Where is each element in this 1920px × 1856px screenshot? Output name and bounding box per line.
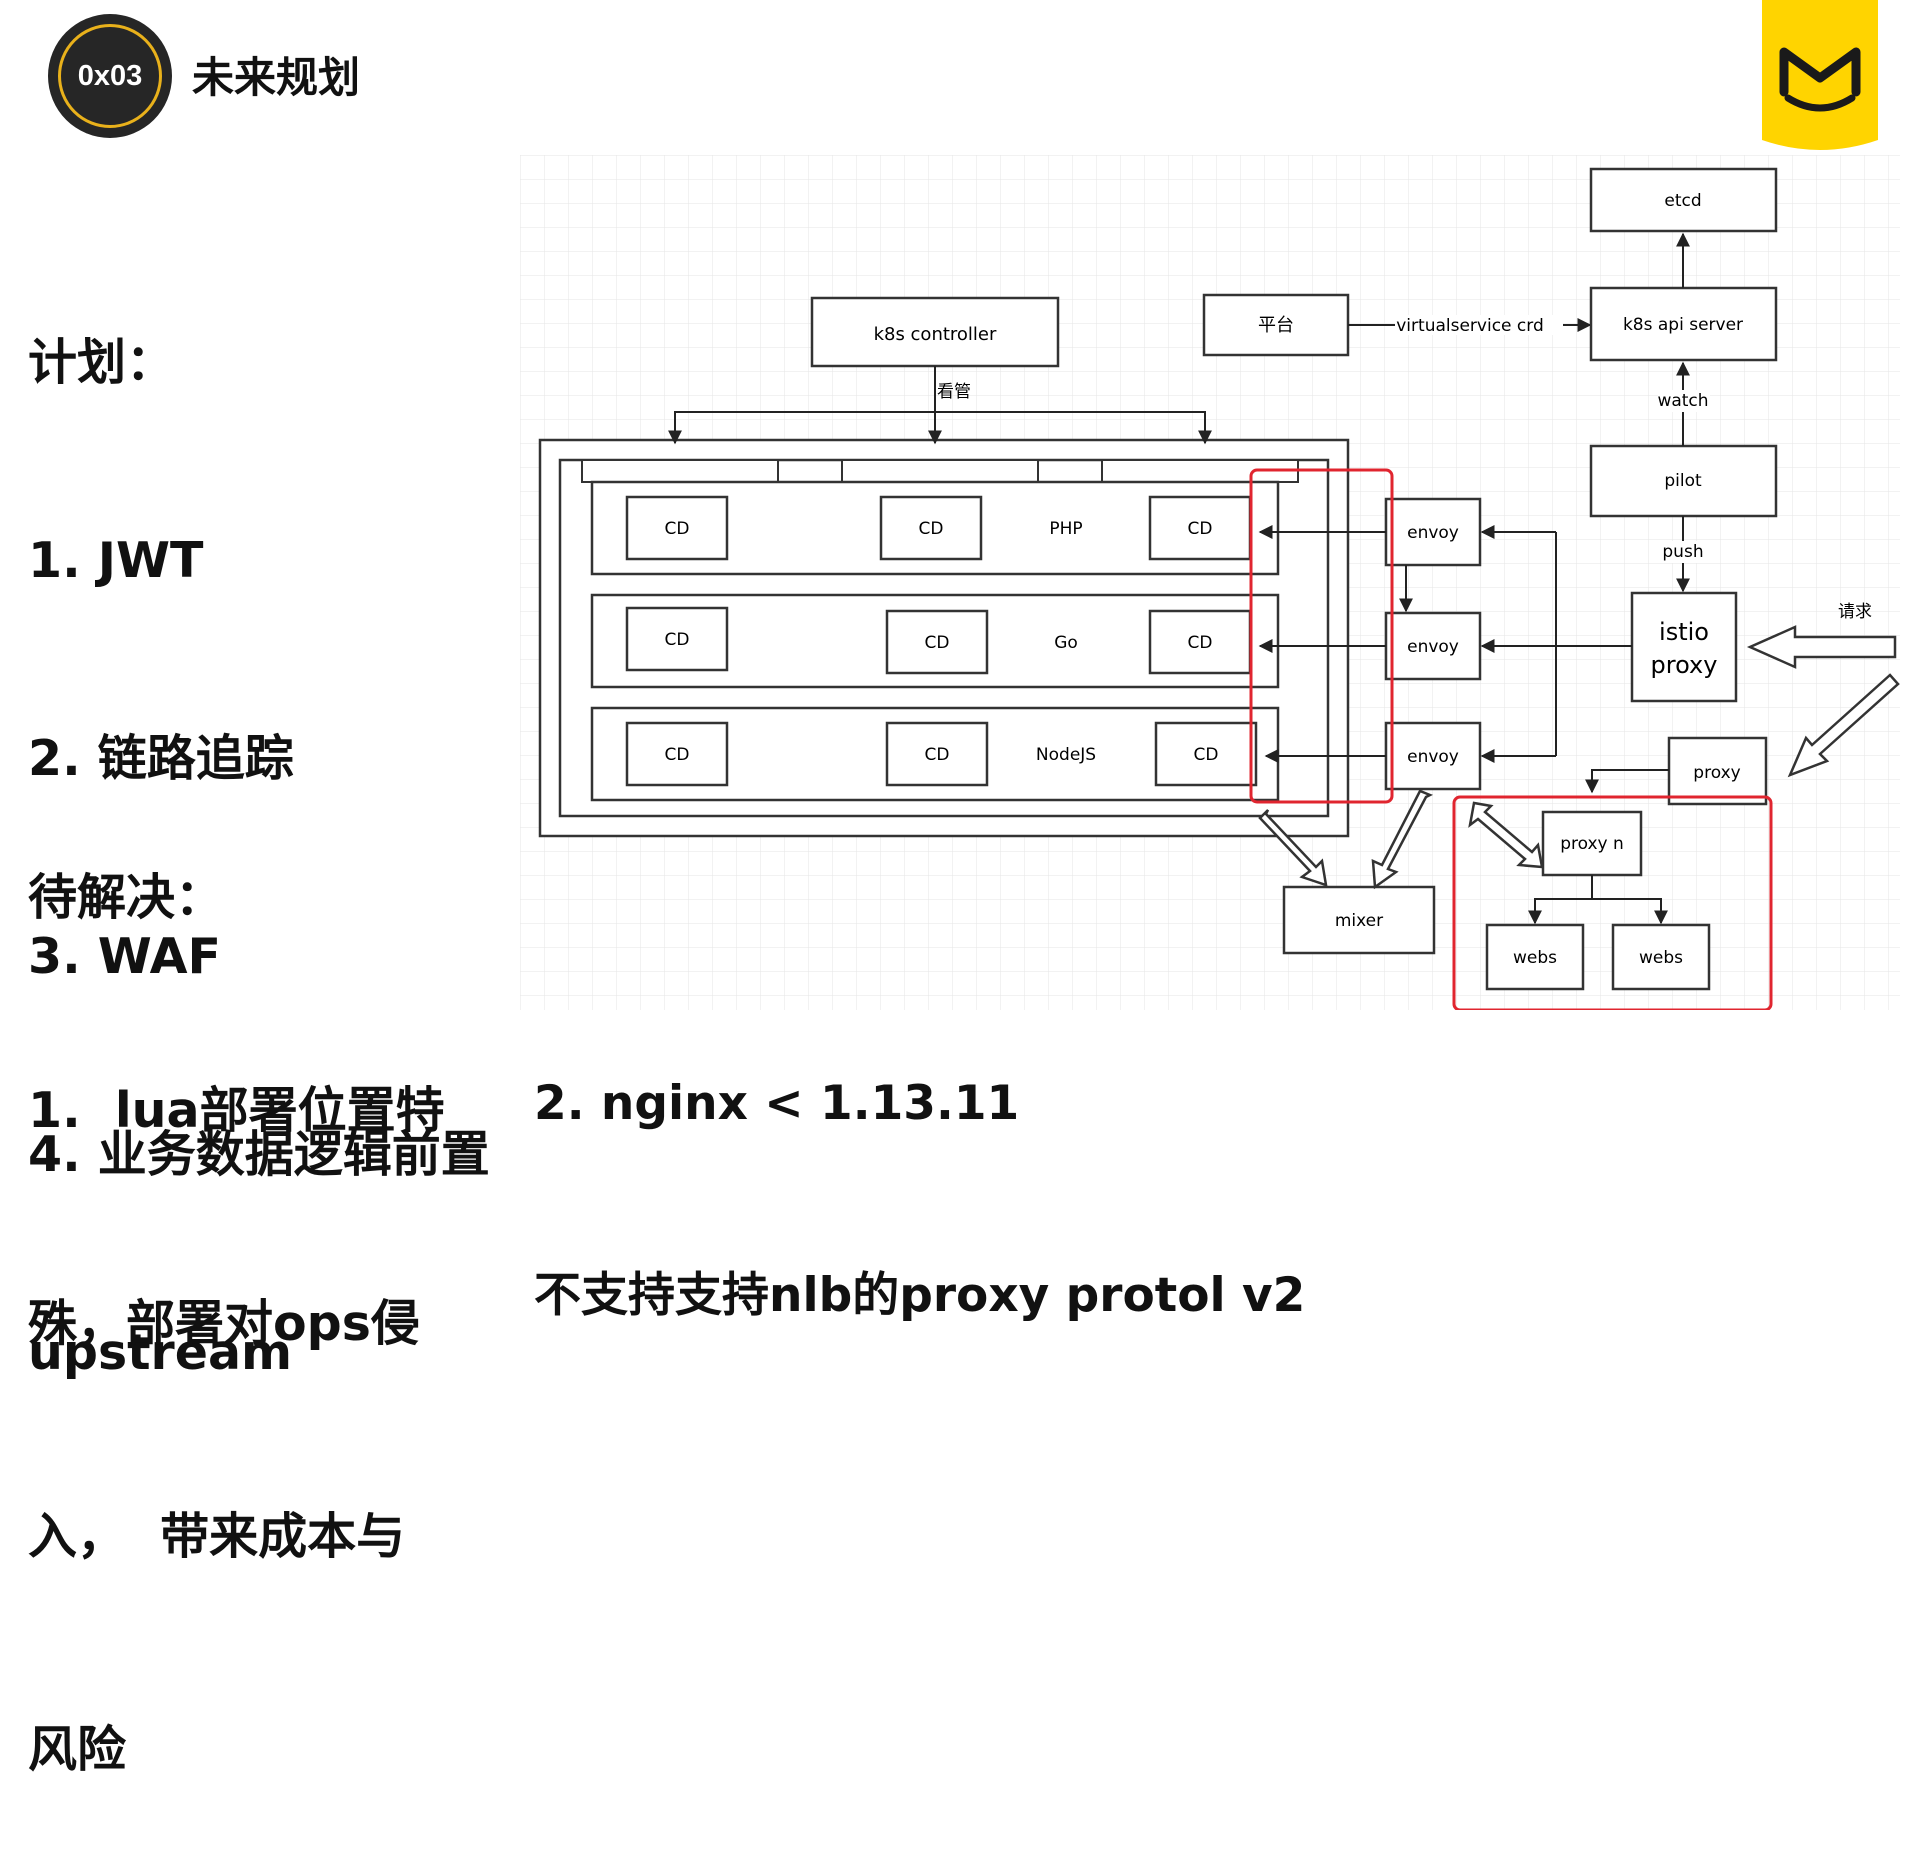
etcd-label: etcd bbox=[1664, 191, 1701, 211]
cd-label: CD bbox=[665, 630, 690, 650]
cd-box bbox=[879, 495, 983, 561]
envoy-label: envoy bbox=[1407, 747, 1459, 767]
architecture-diagram: k8s controller 看管 CD CD PHP CD CD CD Go … bbox=[520, 155, 1900, 1010]
issue-line-3: 入， 带来成本与 bbox=[28, 1508, 406, 1565]
push-label: push bbox=[1662, 542, 1703, 562]
row-label-nodejs: NodeJS bbox=[1036, 745, 1096, 765]
brand-logo bbox=[1762, 0, 1878, 150]
cd-label: CD bbox=[925, 633, 950, 653]
request-arrow-icon bbox=[1746, 625, 1897, 669]
issue-line-2: 殊，部署对ops侵 bbox=[28, 1295, 420, 1352]
plan-item-1: 1. JWT bbox=[28, 532, 204, 589]
webs-box bbox=[1611, 923, 1711, 991]
cd-box bbox=[625, 495, 729, 561]
webs-label: webs bbox=[1639, 948, 1683, 968]
virtualservice-label: virtualservice crd bbox=[1396, 316, 1543, 336]
pilot-box bbox=[1589, 444, 1778, 518]
cd-label: CD bbox=[1188, 633, 1213, 653]
istio-proxy-label-2: proxy bbox=[1651, 651, 1718, 679]
cd-box bbox=[1154, 721, 1258, 787]
issue-list: 待解决： 1. lua部署位置特 殊，部署对ops侵 入， 带来成本与 风险 bbox=[28, 720, 445, 1856]
mixer-label: mixer bbox=[1335, 911, 1383, 931]
plan-heading: 计划： bbox=[28, 334, 176, 391]
page-title: 未来规划 bbox=[192, 53, 361, 102]
proxy-n-label: proxy n bbox=[1560, 834, 1624, 854]
proxy-n-double-arrow-icon bbox=[1468, 801, 1544, 869]
badge-ring: 0x03 bbox=[58, 24, 162, 128]
nginx-note-line-2: 不支持支持nlb的proxy protol v2 bbox=[534, 1268, 1306, 1323]
k8s-controller-label: k8s controller bbox=[874, 324, 997, 345]
webs-label: webs bbox=[1513, 948, 1557, 968]
cd-label: CD bbox=[1188, 519, 1213, 539]
issue-heading: 待解决： bbox=[28, 869, 225, 926]
istio-proxy-label-1: istio bbox=[1659, 618, 1709, 646]
envoy-box bbox=[1384, 497, 1482, 567]
istio-proxy-box bbox=[1630, 591, 1738, 703]
request-label: 请求 bbox=[1838, 602, 1872, 622]
cd-box bbox=[1148, 495, 1252, 561]
highlight-box-envoy bbox=[1249, 468, 1394, 804]
mixer-arrow-right-icon bbox=[1371, 789, 1434, 890]
row-label-php: PHP bbox=[1049, 519, 1082, 539]
issue-line-1: 1. lua部署位置特 bbox=[28, 1082, 445, 1139]
nginx-note-line-1: 2. nginx < 1.13.11 bbox=[534, 1076, 1020, 1131]
envoy-label: envoy bbox=[1407, 523, 1459, 543]
cd-label: CD bbox=[1194, 745, 1219, 765]
webs-box bbox=[1485, 923, 1585, 991]
cd-label: CD bbox=[925, 745, 950, 765]
cd-box bbox=[625, 721, 729, 787]
envoy-label: envoy bbox=[1407, 637, 1459, 657]
envoy-box bbox=[1384, 611, 1482, 681]
cd-label: CD bbox=[919, 519, 944, 539]
proxy-box bbox=[1667, 736, 1768, 806]
badge-text: 0x03 bbox=[77, 59, 143, 92]
watch-label: watch bbox=[1657, 391, 1708, 411]
proxy-label: proxy bbox=[1693, 763, 1740, 783]
k8s-api-server-label: k8s api server bbox=[1623, 315, 1743, 335]
etcd-box bbox=[1589, 167, 1778, 233]
cd-box bbox=[885, 721, 989, 787]
guard-label: 看管 bbox=[937, 382, 971, 402]
cd-box bbox=[1148, 609, 1252, 675]
row-label-go: Go bbox=[1054, 633, 1078, 653]
proxy-n-box bbox=[1541, 810, 1643, 877]
cd-box bbox=[885, 609, 989, 675]
nginx-note: 2. nginx < 1.13.11 不支持支持nlb的proxy protol… bbox=[534, 944, 1305, 1392]
platform-box bbox=[1202, 293, 1350, 357]
plan-item-2: 2. 链路追踪 bbox=[28, 730, 294, 787]
plan-item-3: 3. WAF bbox=[28, 928, 222, 985]
column-tab-2 bbox=[841, 459, 1039, 483]
mixer-arrow-left-icon bbox=[1258, 809, 1328, 887]
section-badge: 0x03 bbox=[48, 14, 172, 138]
platform-label: 平台 bbox=[1258, 315, 1294, 336]
cd-label: CD bbox=[665, 519, 690, 539]
k8s-controller-box bbox=[810, 296, 1060, 368]
request-arrow-diagonal-icon bbox=[1787, 673, 1900, 778]
cd-label: CD bbox=[665, 745, 690, 765]
mixer-box bbox=[1282, 885, 1436, 955]
column-tab-1 bbox=[581, 459, 779, 483]
issue-line-4: 风险 bbox=[28, 1721, 127, 1778]
cd-box bbox=[625, 606, 729, 672]
highlight-box-proxy bbox=[1452, 795, 1773, 1010]
pilot-label: pilot bbox=[1664, 471, 1702, 491]
